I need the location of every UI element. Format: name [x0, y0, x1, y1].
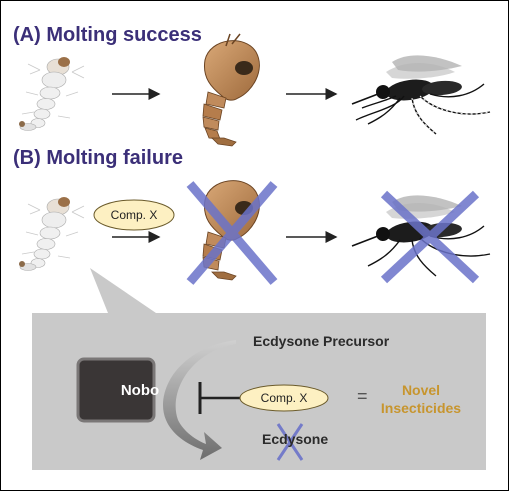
compound-x-label: Comp. X: [110, 208, 158, 222]
cross-pupa: [186, 181, 278, 285]
equals-sign: =: [357, 386, 368, 406]
cross-adult: [380, 190, 480, 284]
conversion-arrow: [162, 340, 236, 460]
larva-a: [19, 57, 85, 131]
compound-x-inner-badge: [239, 384, 329, 412]
adult-mosquito-b: [351, 195, 491, 277]
novel-insecticides-label: Novel Insecticides: [380, 382, 462, 416]
adult-mosquito-a: [351, 55, 491, 135]
cross-ecdysone: [276, 423, 304, 461]
compound-x-inner-label: Comp. X: [260, 391, 308, 405]
panel-a-title: (A) Molting success: [13, 24, 202, 46]
larva-b: [19, 197, 85, 271]
pupa-a: [202, 33, 260, 147]
nobo-box: [76, 357, 156, 423]
compound-x-badge: [93, 199, 175, 231]
nobo-label: Nobo: [120, 382, 160, 399]
panel-b-title: (B) Molting failure: [13, 147, 183, 169]
ecdysone-label: Ecdysone: [262, 431, 329, 447]
ecdysone-precursor-label: Ecdysone Precursor: [253, 333, 390, 349]
